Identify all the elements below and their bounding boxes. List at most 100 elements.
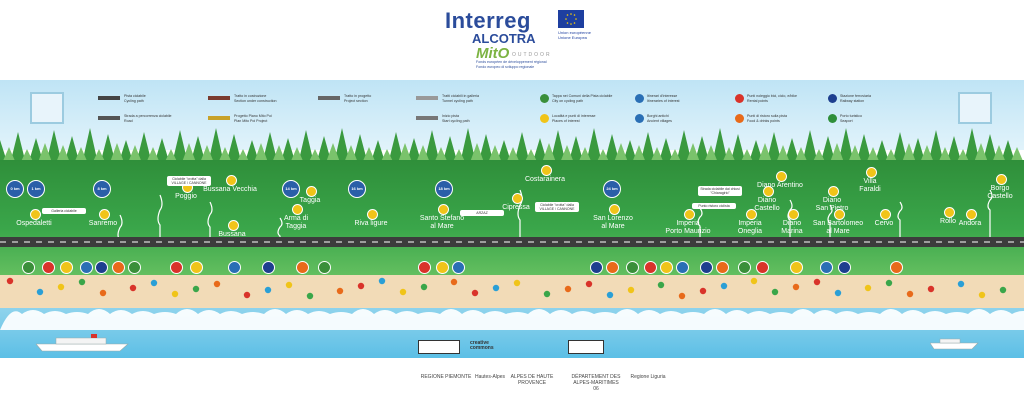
legend-label-en: Seaport <box>840 118 853 123</box>
town-label: Taggia <box>299 197 321 204</box>
legend-label-it: Punti noleggio bici, ciclo, e/bike <box>747 94 797 98</box>
partner-logo: REGIONE PIEMONTE <box>420 374 472 380</box>
legend-marker <box>208 116 230 120</box>
town-label: Imperia Porto Maurizio <box>665 220 711 235</box>
legend-label-it: Tratto in costruzione <box>234 94 267 98</box>
town-label: Cipressa <box>502 204 530 211</box>
service-icon <box>22 261 35 274</box>
beach-umbrella <box>585 280 593 288</box>
beach-umbrella <box>306 292 314 300</box>
legend-label-it: Strada a percorrenza ciclabile <box>124 114 172 118</box>
town-pin <box>292 204 303 215</box>
town-label: Poggio <box>175 193 197 200</box>
legend-label-en: Cycling path <box>124 98 144 103</box>
mito-logo: MitO <box>476 45 510 62</box>
beach-umbrella <box>606 291 614 299</box>
legend-label-en: Railway station <box>840 98 865 103</box>
route-callout: Punto ristoro ciclista <box>692 203 736 209</box>
town-label: Borgo Castello <box>987 185 1013 200</box>
legend-marker <box>416 116 438 120</box>
beach-umbrella <box>864 284 872 292</box>
service-icon <box>228 261 241 274</box>
km-marker: 24 km <box>603 180 621 198</box>
ship-icon <box>36 334 129 352</box>
legend-label-en: City on cycling path <box>552 98 584 103</box>
beach-umbrella <box>513 279 521 287</box>
service-icon <box>838 261 851 274</box>
project-logos-icon <box>568 340 604 354</box>
legend-label-it: Località e punti di interesse <box>552 114 596 118</box>
service-icon <box>644 261 657 274</box>
town-label: Imperia Oneglia <box>737 220 763 235</box>
town-pin <box>226 175 237 186</box>
legend-label-it: Tappa nei Comuni della Pista ciclabile <box>552 94 613 98</box>
route-sign-left <box>30 92 64 124</box>
beach-umbrella <box>36 288 44 296</box>
legend-marker <box>635 114 644 123</box>
legend-label-en: Itineraries of interest <box>647 98 680 103</box>
legend-label-it: Porto turistico <box>840 114 862 118</box>
beach-umbrella <box>771 288 779 296</box>
service-icon <box>42 261 55 274</box>
beach-umbrella <box>243 291 251 299</box>
service-icon <box>128 261 141 274</box>
route-callout: ARZAZ <box>460 210 504 216</box>
mito-subtitle: Fonds européen de développement régional… <box>476 60 547 69</box>
partner-logo: DÉPARTEMENT DES ALPES-MARITIMES 06 <box>571 374 621 392</box>
service-icon <box>296 261 309 274</box>
town-label: San Bartolomeo al Mare <box>812 220 864 235</box>
town-pin <box>746 209 757 220</box>
legend-label-en: Food & drinks points <box>747 118 780 123</box>
beach-umbrella <box>885 279 893 287</box>
km-marker: 16 km <box>348 180 366 198</box>
town-pin <box>438 204 449 215</box>
town-pin <box>834 209 845 220</box>
town-pin <box>966 209 977 220</box>
service-icon <box>452 261 465 274</box>
service-icon <box>738 261 751 274</box>
town-pin <box>306 186 317 197</box>
town-pin <box>609 204 620 215</box>
legend-marker <box>828 94 837 103</box>
interreg-logo: Interreg <box>445 8 531 33</box>
legend-marker <box>540 94 549 103</box>
town-pin <box>828 186 839 197</box>
service-icon <box>626 261 639 274</box>
beach-umbrella <box>678 292 686 300</box>
service-icon <box>170 261 183 274</box>
legend-marker <box>540 114 549 123</box>
side-route-line <box>697 207 703 240</box>
route-callout: Galleria ciclabile <box>42 208 86 214</box>
town-pin <box>776 171 787 182</box>
beach-umbrella <box>378 277 386 285</box>
legend-label-en: Road <box>124 118 133 123</box>
beach-umbrella <box>999 286 1007 294</box>
service-icon <box>660 261 673 274</box>
legend-marker <box>416 96 438 100</box>
beach-umbrella <box>834 289 842 297</box>
side-route-line <box>277 217 283 240</box>
beach-umbrella <box>6 277 14 285</box>
km-marker: 0 km <box>6 180 24 198</box>
legend-label-it: Itinerari d'interesse <box>647 94 678 98</box>
service-icon <box>756 261 769 274</box>
service-icon <box>606 261 619 274</box>
town-pin <box>30 209 41 220</box>
beach-umbrella <box>627 286 635 294</box>
legend-label-it: Tratti ciclabili in galleria <box>442 94 480 98</box>
side-route-line <box>207 201 213 240</box>
route-callout: Ciclabile "crotta" dalla VILLAGE / CANNO… <box>167 176 211 186</box>
